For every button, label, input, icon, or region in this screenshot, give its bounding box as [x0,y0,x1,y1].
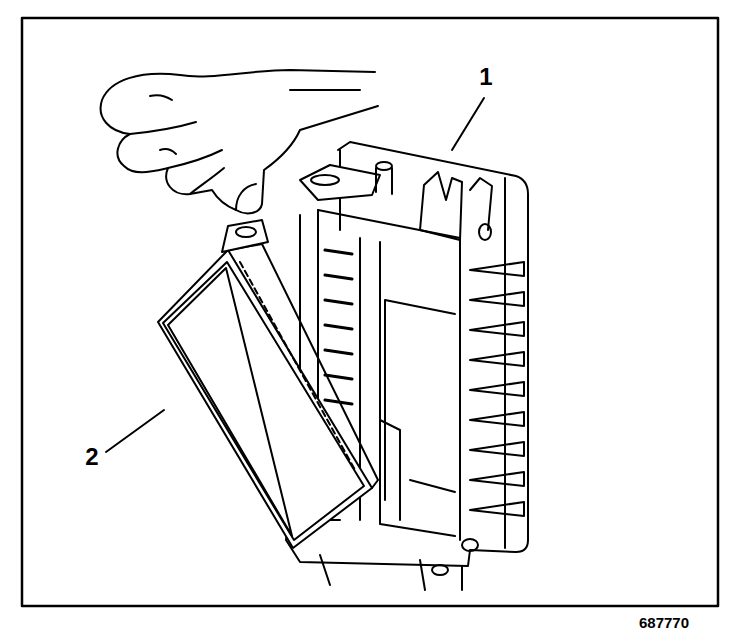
label-slot: 1 [479,65,492,89]
label-slot: 687770 [639,614,689,632]
label-slot: 2 [85,445,98,469]
callout-number: 1 [479,63,492,90]
leader-line [106,410,164,452]
picture-frame [22,18,718,606]
leader-line [452,98,484,150]
filter-element [158,250,372,548]
callout-number: 2 [85,443,98,470]
hand [101,70,378,213]
housing-ribs [470,262,524,516]
figure-number: 687770 [639,614,689,631]
